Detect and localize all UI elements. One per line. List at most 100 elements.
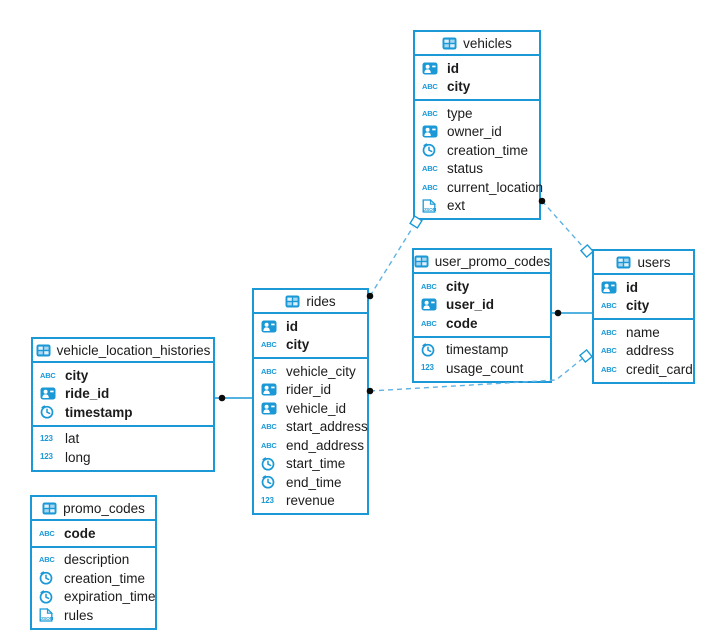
uuid-type-icon [261, 383, 277, 396]
uuid-type-icon-slot [40, 387, 60, 400]
number-type-icon: 123 [421, 363, 434, 373]
field-name: name [626, 324, 660, 340]
field-name: rules [64, 607, 94, 623]
field-row-creation_time: creation_time [415, 141, 539, 160]
string-type-icon-slot: ABC [40, 370, 60, 380]
field-row-user_id: user_id [414, 296, 550, 315]
key-fields-divider [32, 545, 155, 548]
field-row-start_time: start_time [254, 455, 367, 474]
key-fields-divider [254, 357, 367, 359]
json-type-icon-slot: JSON [39, 608, 59, 622]
field-row-city: ABC city [594, 297, 693, 316]
string-type-icon: ABC [421, 318, 437, 328]
field-row-code: ABC code [414, 314, 550, 333]
string-type-icon-slot: ABC [601, 302, 621, 310]
table-grid-icon-slot [616, 256, 631, 269]
string-type-icon-slot: ABC [261, 440, 281, 450]
string-type-icon: ABC [40, 370, 56, 380]
field-name: usage_count [446, 360, 524, 376]
table-grid-icon [616, 256, 631, 268]
field-name: id [447, 60, 459, 76]
field-name: long [65, 449, 91, 465]
uuid-type-icon-slot [261, 320, 281, 333]
relationship-dot-endpoint [218, 394, 226, 402]
svg-text:JSON: JSON [423, 207, 436, 213]
relationship-dot-endpoint [554, 309, 562, 317]
string-type-icon: ABC [421, 281, 437, 291]
field-name: city [626, 298, 650, 313]
string-type-icon: ABC [261, 440, 277, 450]
field-name: id [286, 318, 298, 334]
string-type-icon: ABC [601, 327, 617, 337]
timestamp-type-icon-slot [261, 475, 281, 489]
table-title: vehicle_location_histories [56, 342, 211, 358]
relationship-user_promo_codes-users [552, 309, 592, 317]
number-type-icon-slot: 123 [40, 453, 60, 461]
key-fields-divider [594, 318, 693, 320]
field-row-city: ABC city [254, 336, 367, 355]
field-row-end_time: end_time [254, 473, 367, 492]
number-type-icon-slot: 123 [421, 364, 441, 372]
string-type-icon-slot: ABC [422, 109, 442, 118]
field-name: city [446, 278, 470, 294]
field-name: code [446, 315, 478, 331]
table-grid-icon-slot [285, 295, 300, 308]
table-header-rides[interactable]: rides [254, 290, 367, 314]
field-name: city [65, 367, 89, 383]
string-type-icon: ABC [39, 555, 55, 564]
field-name: address [626, 343, 675, 358]
table-header-user_promo_codes[interactable]: user_promo_codes [414, 250, 550, 274]
uuid-type-icon-slot [422, 62, 442, 75]
timestamp-type-icon-slot [261, 457, 281, 471]
table-header-vehicles[interactable]: vehicles [415, 32, 539, 56]
table-grid-icon-slot [36, 344, 51, 357]
string-type-icon: ABC [601, 346, 617, 355]
table-title: promo_codes [63, 500, 145, 516]
field-row-id: id [254, 317, 367, 336]
field-row-city: ABC city [33, 366, 213, 385]
uuid-type-icon-slot [261, 402, 281, 415]
number-type-icon: 123 [40, 452, 53, 462]
table-grid-icon-slot [414, 255, 429, 268]
table-header-vehicle_location_histories[interactable]: vehicle_location_histories [33, 339, 213, 363]
field-name: code [64, 525, 96, 541]
clock-type-icon [422, 143, 436, 157]
field-name: creation_time [447, 142, 529, 158]
table-header-promo_codes[interactable]: promo_codes [32, 497, 155, 521]
string-type-icon: ABC [261, 340, 277, 349]
string-type-icon: ABC [601, 301, 617, 310]
clock-type-icon [261, 475, 275, 489]
uuid-type-icon [422, 125, 438, 138]
uuid-type-icon-slot [421, 298, 441, 311]
uuid-type-icon-slot [261, 383, 281, 396]
relationship-square-endpoint [578, 348, 594, 364]
table-header-users[interactable]: users [594, 251, 693, 275]
timestamp-type-icon-slot [39, 571, 59, 585]
uuid-type-icon [40, 387, 56, 400]
field-name: city [286, 337, 310, 352]
uuid-type-icon [601, 281, 617, 294]
svg-text:JSON: JSON [40, 616, 53, 622]
clock-type-icon [39, 590, 53, 604]
field-name: credit_card [626, 361, 693, 377]
string-type-icon: ABC [261, 422, 277, 431]
table-grid-icon-slot [442, 37, 457, 50]
